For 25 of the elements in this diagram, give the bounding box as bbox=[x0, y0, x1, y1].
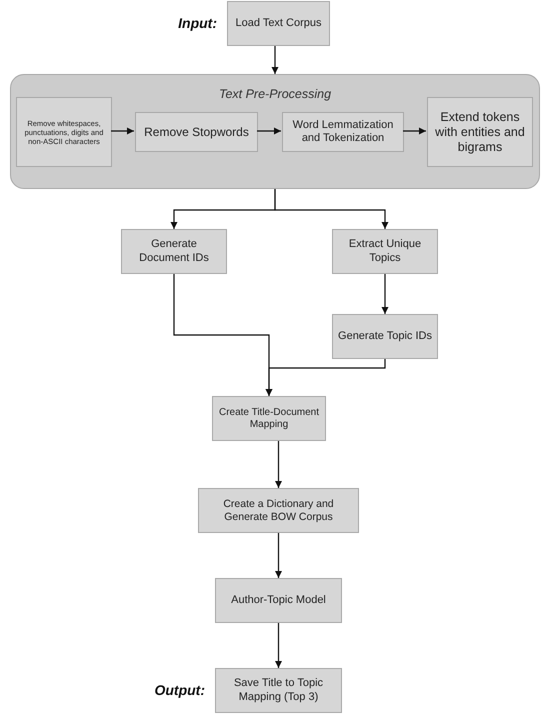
arrow bbox=[265, 359, 386, 396]
group-title: Text Pre-Processing bbox=[218, 87, 332, 102]
stage-label: Input: bbox=[178, 14, 217, 30]
process-box: Create Title-Document Mapping bbox=[212, 396, 326, 441]
process-box: Generate Topic IDs bbox=[332, 314, 438, 359]
arrow bbox=[111, 127, 134, 135]
arrow bbox=[274, 533, 282, 578]
process-box: Create a Dictionary and Generate BOW Corpus bbox=[198, 488, 359, 533]
process-box: Extract Unique Topics bbox=[332, 229, 438, 274]
process-box: Remove Stopwords bbox=[135, 112, 258, 152]
group-panel bbox=[10, 74, 540, 189]
process-box: Extend tokens with entities and bigrams bbox=[427, 97, 533, 167]
process-box: Generate Document IDs bbox=[121, 229, 227, 274]
process-box: Save Title to Topic Mapping (Top 3) bbox=[215, 668, 342, 713]
arrow bbox=[381, 274, 389, 314]
process-box: Author-Topic Model bbox=[215, 578, 342, 623]
arrow bbox=[271, 46, 279, 74]
stage-label: Output: bbox=[154, 682, 205, 698]
process-box: Word Lemmatization and Tokenization bbox=[282, 112, 404, 152]
arrow bbox=[403, 127, 426, 135]
arrow bbox=[274, 623, 282, 668]
arrow bbox=[274, 441, 282, 488]
arrow bbox=[274, 189, 389, 229]
arrow bbox=[257, 127, 281, 135]
process-box: Load Text Corpus bbox=[227, 1, 330, 46]
